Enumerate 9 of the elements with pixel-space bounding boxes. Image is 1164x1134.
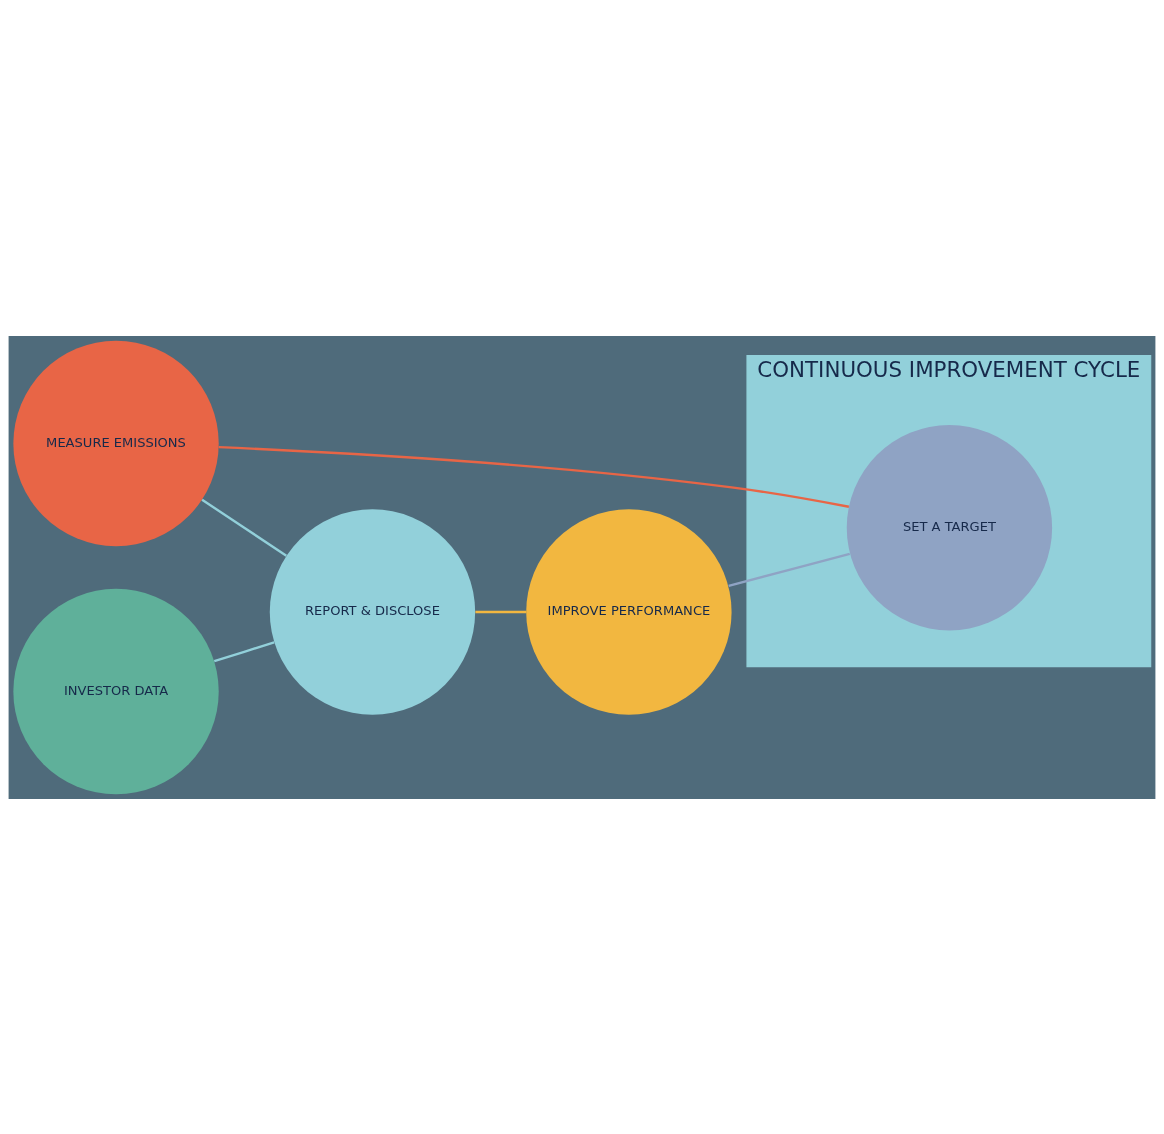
connector [201, 498, 287, 557]
node-circle: MEASURE EMISSIONS [13, 340, 219, 546]
connector [213, 640, 275, 662]
node-circle: REPORT & DISCLOSE [269, 508, 476, 715]
node-circle: IMPROVE PERFORMANCE [526, 508, 732, 715]
connector [475, 610, 527, 613]
connector [218, 445, 850, 508]
node-circle: INVESTOR DATA [13, 588, 219, 794]
node-circle: SET A TARGET [846, 424, 1053, 630]
